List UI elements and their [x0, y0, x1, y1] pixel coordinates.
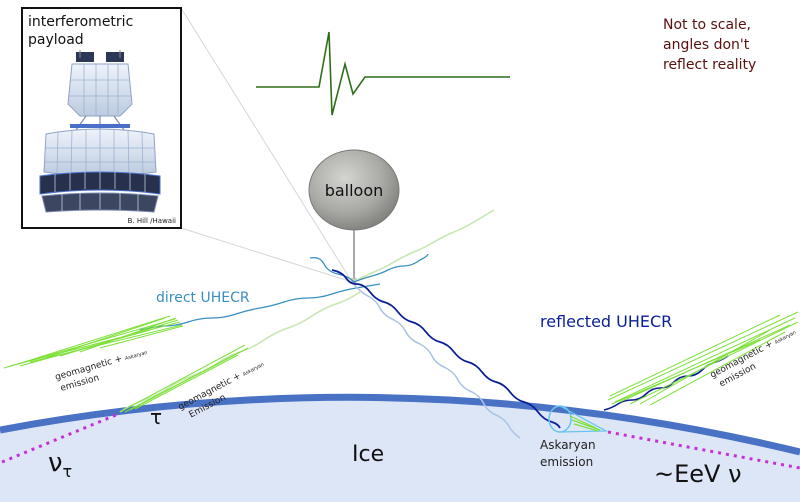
emission-streaks-left — [3, 315, 184, 369]
direct-uhecr-signal — [139, 253, 429, 331]
note-line2: angles don't — [663, 37, 750, 53]
svg-text:Askaryan: Askaryan — [540, 438, 596, 452]
payload-inset: interferometric payload — [21, 7, 182, 229]
askaryan-cone — [548, 405, 609, 433]
reflected-uhecr-label: reflected UHECR — [540, 312, 672, 331]
emission-streaks-right — [607, 311, 799, 406]
scale-disclaimer: Not to scale, angles don't reflect reali… — [663, 17, 756, 73]
svg-text:emission: emission — [540, 455, 593, 469]
tau-label: τ — [150, 405, 162, 429]
inset-title-line2: payload — [28, 32, 84, 48]
emission-streaks-tau — [119, 344, 249, 413]
inset-projection-lines — [180, 7, 353, 283]
ice-region — [0, 393, 800, 502]
askaryan-emission-label: Askaryan emission — [540, 438, 596, 469]
ice-label: Ice — [352, 442, 384, 467]
note-line3: reflect reality — [663, 57, 756, 73]
photo-credit: B. Hill /Hawaii — [128, 217, 176, 225]
direct-uhecr-label: direct UHECR — [156, 290, 250, 306]
inset-title-line1: interferometric — [28, 14, 133, 30]
radio-pulse-waveform — [256, 31, 510, 116]
neutrino-paths — [1, 413, 800, 470]
payload-illustration — [39, 50, 161, 213]
note-line1: Not to scale, — [663, 17, 751, 33]
nu-tau-label: ντ — [48, 448, 72, 481]
eev-neutrino-label: ~EeV ν — [654, 460, 742, 488]
balloon-label: balloon — [325, 181, 384, 200]
balloon: balloon — [308, 149, 400, 284]
emission-label-left: geomagnetic + Askaryan emission — [54, 350, 148, 394]
